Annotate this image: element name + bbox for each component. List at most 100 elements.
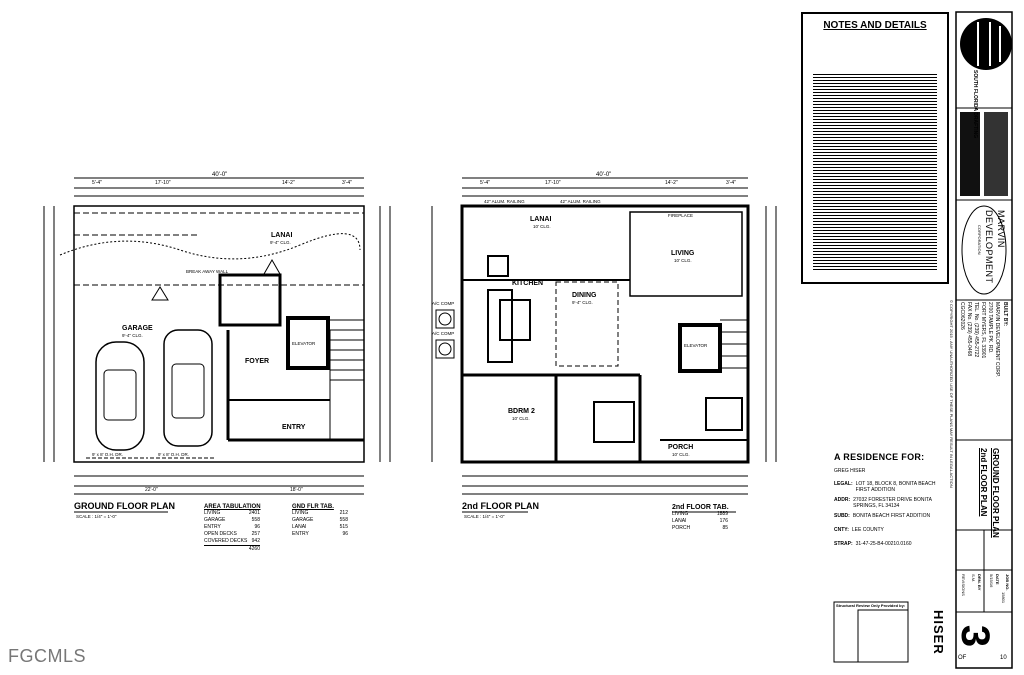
- legal-label: LEGAL:: [834, 481, 853, 487]
- tab-row-label: OPEN DECKS: [204, 531, 237, 537]
- railing-label: 42" ALUM. RAILING: [484, 199, 525, 204]
- tab-row: PORCH 85: [672, 525, 728, 532]
- ground-plan-title: GROUND FLOOR PLAN: [74, 501, 175, 511]
- strap-label: STRAP:: [834, 541, 853, 547]
- breakaway-wall-label: BREAK AWAY WALL: [186, 269, 229, 274]
- subd-value: BONITA BEACH FIRST ADDITION: [852, 513, 931, 519]
- notes-title: NOTES AND DETAILS: [823, 20, 927, 31]
- marvin-logo-corp: CORPORATION: [977, 225, 982, 255]
- second-plan-title: 2nd FLOOR PLAN: [462, 501, 539, 511]
- second-dim-top: 5'-4": [480, 180, 490, 186]
- tab-total-row: 4260: [204, 545, 260, 553]
- garage-label: GARAGE: [122, 325, 153, 332]
- tab-row-value: 1889: [716, 511, 728, 517]
- legal-value: LOT 18, BLOCK 8, BONITA BEACH FIRST ADDI…: [855, 481, 936, 493]
- garage-door-right-label: 9' x 8' O.H. DR.: [158, 452, 189, 457]
- date-value: 5/15/16: [989, 574, 994, 588]
- ground-dim-top: 17'-10": [155, 180, 171, 186]
- sheet-title-2: 2nd FLOOR PLAN: [979, 448, 988, 517]
- living-ceiling: 10' CLG.: [674, 258, 692, 263]
- fireplace-label: FIREPLACE: [668, 213, 694, 218]
- porch-ceiling: 10' CLG.: [672, 452, 690, 457]
- ground-dim-top: 3'-4": [342, 180, 352, 186]
- drawn-by-label: DRN. BY: [977, 574, 982, 591]
- drawn-by-value: S.M.: [971, 574, 976, 583]
- tab-row: ENTRY 96: [292, 531, 348, 538]
- bedroom-2-label: BDRM 2: [508, 408, 535, 415]
- residence-title: A RESIDENCE FOR:: [834, 452, 925, 462]
- kitchen-label: KITCHEN: [512, 280, 544, 287]
- builder-license: CGC062026: [959, 302, 965, 330]
- job-no-label: JOB NO.: [1005, 574, 1010, 591]
- notes-panel: NOTES AND DETAILS: [801, 12, 949, 284]
- tab-row-value: 96: [342, 531, 348, 537]
- addr-label: ADDR:: [834, 497, 851, 503]
- tab-row-label: PORCH: [672, 525, 691, 531]
- tab-row: LANAI 515: [292, 524, 348, 531]
- tab-row-label: COVERED DECKS: [204, 538, 248, 544]
- ground-dim-bottom: 18'-0": [290, 487, 303, 493]
- ac-comp-label: A/C COMP: [432, 301, 455, 306]
- tab-row: GARAGE 558: [292, 517, 348, 524]
- entry-label: ENTRY: [282, 424, 306, 431]
- tab-row: OPEN DECKS 257: [204, 531, 260, 538]
- second-overall-width: 40'-0": [596, 172, 612, 178]
- tab-row-label: ENTRY: [292, 531, 309, 537]
- garage-ceiling: 9'-4" CLG.: [122, 333, 143, 338]
- ground-plan-scale: SCALE : 1/4" = 1'-0": [76, 514, 117, 519]
- tab-row-value: 257: [251, 531, 260, 537]
- tab-row-value: 85: [722, 525, 728, 531]
- area-tabulation-title: AREA TABULATION: [204, 504, 261, 510]
- sheet-of-label: OF: [958, 655, 967, 661]
- strap-value: 31-47-25-B4-00210.0160: [855, 541, 912, 547]
- second-dim-top: 17'-10": [545, 180, 561, 186]
- tab-row-label: LANAI: [292, 524, 307, 530]
- garage-door-left-label: 9' x 8' O.H. DR.: [92, 452, 123, 457]
- tab-row-value: 176: [719, 518, 728, 524]
- railing-label: 42" ALUM. RAILING: [560, 199, 601, 204]
- gnd-flr-tab-title: GND FLR TAB.: [292, 504, 334, 510]
- second-lanai-label: LANAI: [530, 216, 552, 223]
- dining-label: DINING: [572, 292, 597, 299]
- tab-row-label: ENTRY: [204, 524, 221, 530]
- tab-row-label: GARAGE: [204, 517, 226, 523]
- dining-ceiling: 9'-4" CLG.: [572, 300, 593, 305]
- stamp-header: Structural Review Only Provided by:: [836, 603, 906, 608]
- second-dim-top: 14'-2": [665, 180, 678, 186]
- tab-row-value: 212: [339, 510, 348, 516]
- tab-row-label: GARAGE: [292, 517, 314, 523]
- tab-row-value: 515: [339, 524, 348, 530]
- copyright-note: © COPYRIGHT 2015 - ANY UNAUTHORIZED USE …: [949, 300, 954, 488]
- builder-fax: FAX No. (239) 455-0468: [966, 302, 972, 357]
- second-dim-top: 3'-4": [726, 180, 736, 186]
- tab-row-value: 558: [339, 517, 348, 523]
- second-lanai-ceiling: 10' CLG.: [533, 224, 551, 229]
- builder-address: 2700 TAMPLE PK. RD.: [987, 302, 993, 354]
- tab-row-value: 942: [251, 538, 260, 544]
- tab-row-label: LIVING: [204, 510, 221, 516]
- sheet-number: 3: [953, 624, 998, 648]
- marvin-logo-bottom: DEVELOPMENT: [984, 210, 994, 284]
- cnty-label: CNTY:: [834, 527, 849, 533]
- builder-city: FORT MYERS, FL 33901: [980, 302, 986, 359]
- revisions-label: REVISIONS: [961, 574, 966, 596]
- date-label: DATE: [995, 574, 1000, 585]
- ground-dim-top: 14'-2": [282, 180, 295, 186]
- cnty-value: LEE COUNTY: [851, 527, 884, 533]
- second-plan-scale: SCALE : 1/4" = 1'-0": [464, 514, 505, 519]
- project-name: HISER: [931, 610, 946, 655]
- second-elevator-label: ELEVATOR: [684, 343, 708, 348]
- builder-label: BUILT BY:: [1002, 302, 1008, 326]
- drafting-company-name: SOUTH FLORIDA DRAFTING: [972, 70, 978, 139]
- tab-total-value: 4260: [248, 546, 260, 552]
